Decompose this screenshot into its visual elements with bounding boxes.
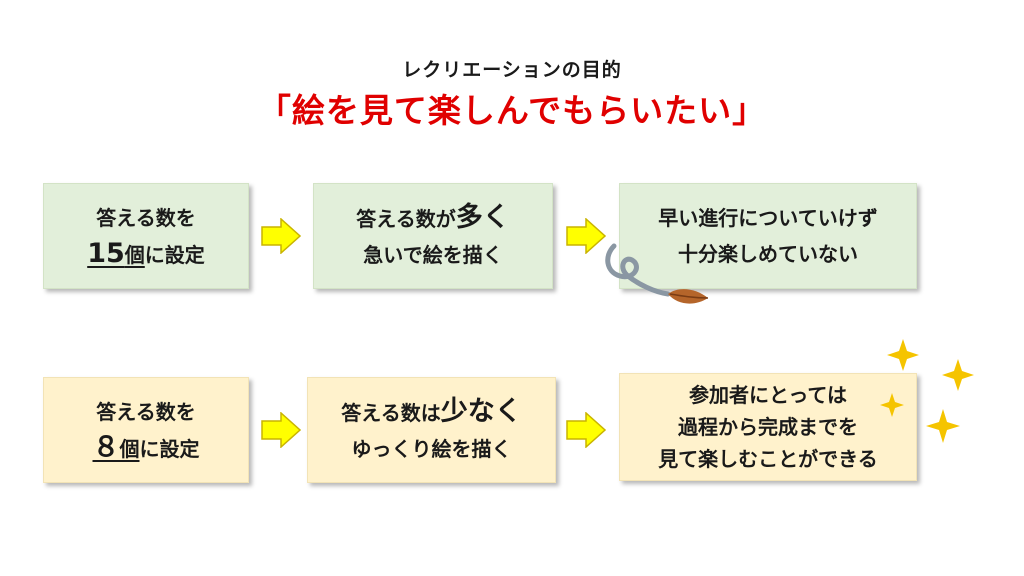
top-box-setting-line1: 答える数を — [96, 205, 196, 230]
top-result-lead: 答える数が — [356, 206, 456, 231]
bottom-box-setting: 答える数を ８個に設定 — [43, 377, 249, 483]
arrow-right-icon — [261, 218, 301, 254]
top-box-effect-line2: 十分楽しめていない — [678, 242, 858, 266]
bottom-box-result: 答える数は少なく ゆっくり絵を描く — [307, 377, 556, 483]
top-box-result-line2: 急いで絵を描く — [363, 242, 503, 267]
bottom-count-number: ８ — [92, 431, 120, 463]
bottom-box-effect-line3: 見て楽しむことができる — [658, 447, 878, 471]
bottom-box-effect-line2: 過程から完成までを — [678, 415, 858, 439]
purpose-subtitle: レクリエーションの目的 — [402, 59, 622, 81]
bottom-result-lead: 答える数は — [341, 400, 441, 425]
sparkles-icon — [880, 339, 974, 443]
top-box-setting-line2: 15個に設定 — [87, 236, 205, 273]
top-box-effect: 早い進行についていけず 十分楽しめていない — [619, 183, 917, 289]
top-count-suffix: に設定 — [144, 242, 205, 267]
bottom-box-result-line2: ゆっくり絵を描く — [351, 436, 512, 461]
bottom-box-setting-line2: ８個に設定 — [93, 430, 200, 467]
top-box-effect-line1: 早い進行についていけず — [658, 206, 878, 230]
top-count-number: 15 — [87, 237, 125, 269]
bottom-box-effect: 参加者にとっては 過程から完成までを 見て楽しむことができる — [619, 373, 917, 481]
arrow-right-icon — [566, 412, 606, 448]
purpose-title: 「絵を見て楽しんでもらいたい」 — [257, 91, 767, 130]
top-box-result: 答える数が多く 急いで絵を描く — [313, 183, 553, 289]
bottom-box-result-line1: 答える数は少なく — [341, 394, 521, 431]
bottom-box-effect-line1: 参加者にとっては — [689, 383, 847, 407]
top-box-setting: 答える数を 15個に設定 — [43, 183, 249, 289]
top-result-emphasis: 多く — [455, 201, 510, 233]
top-box-result-line1: 答える数が多く — [356, 200, 509, 237]
bottom-box-setting-line1: 答える数を — [96, 399, 196, 424]
swirl-and-leaf-icon — [605, 243, 709, 304]
bottom-count-unit: 個 — [119, 436, 140, 461]
bottom-result-emphasis: 少なく — [440, 395, 522, 427]
arrow-right-icon — [261, 412, 301, 448]
arrow-right-icon — [566, 218, 606, 254]
bottom-count-suffix: に設定 — [139, 436, 200, 461]
top-count-unit: 個 — [124, 242, 145, 267]
